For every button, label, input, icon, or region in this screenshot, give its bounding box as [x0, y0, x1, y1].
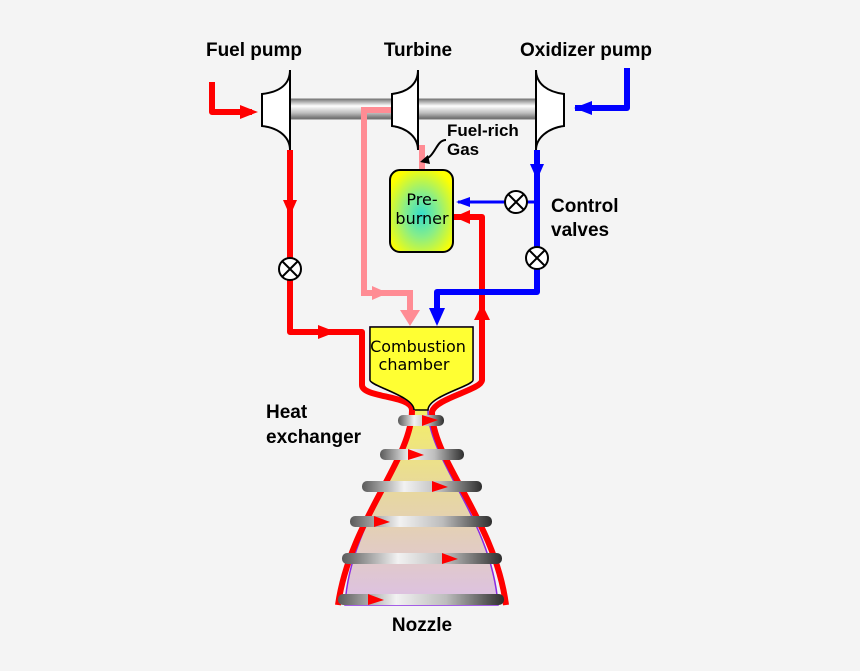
- fuel-to-chamber-arrowhead: [318, 325, 336, 339]
- chamber-oxidizer-valve-icon: [525, 246, 549, 270]
- coil-arrow-5: [442, 553, 458, 564]
- turbine-icon: [391, 69, 419, 151]
- exhaust-arrowhead-side: [372, 286, 388, 300]
- turbine-label: Turbine: [384, 40, 452, 61]
- coil-arrow-1: [422, 415, 438, 426]
- coil-arrow-6: [368, 594, 384, 605]
- cooling-coils: [338, 415, 504, 605]
- preburner: [389, 169, 454, 253]
- fuel-control-valve-icon: [278, 257, 302, 281]
- oxidizer-pump-label: Oxidizer pump: [520, 40, 652, 61]
- control-valves-label-line1: Control: [551, 196, 619, 217]
- fuel-rich-gas-label-line1: Fuel-rich: [447, 121, 519, 140]
- coil-arrow-2: [408, 449, 424, 460]
- fuel-to-preburner-arrowhead: [454, 210, 470, 224]
- control-valves-label-line2: valves: [551, 220, 609, 241]
- coil-1: [398, 415, 444, 426]
- oxidizer-to-chamber-arrowhead: [429, 308, 445, 326]
- oxidizer-line: [434, 68, 630, 310]
- fuel-pump-label: Fuel pump: [206, 40, 302, 61]
- fuel-rich-gas-pointer-head: [420, 155, 430, 164]
- coil-arrow-3: [432, 481, 448, 492]
- oxidizer-to-preburner-arrowhead: [456, 197, 470, 207]
- coil-3: [362, 481, 482, 492]
- combustion-chamber-label-line2: chamber: [379, 355, 450, 374]
- heat-exchanger-jacket: [335, 318, 509, 606]
- fuel-inlet-arrowhead: [240, 105, 258, 119]
- heat-exchanger-label-line1: Heat: [266, 402, 308, 423]
- combustion-chamber: [369, 326, 474, 411]
- coil-4: [350, 516, 492, 527]
- exhaust-arrow-to-chamber: [398, 290, 413, 310]
- oxidizer-down-arrowhead: [530, 164, 544, 180]
- nozzle-label: Nozzle: [392, 615, 452, 636]
- heat-exchanger-label-line2: exchanger: [266, 427, 362, 448]
- preburner-label-line1: Pre-: [406, 190, 437, 209]
- coil-6: [338, 594, 504, 605]
- fuel-rich-gas-label-line2: Gas: [447, 140, 479, 159]
- exhaust-arrowhead: [400, 310, 420, 326]
- preburner-label-line2: burner: [395, 209, 449, 228]
- coil-5: [342, 553, 502, 564]
- preburner-oxidizer-valve-icon: [504, 190, 528, 214]
- coil-arrow-4: [374, 516, 390, 527]
- fuel-up-arrowhead: [474, 304, 490, 320]
- combustion-chamber-label-line1: Combustion: [370, 337, 466, 356]
- fuel-pump-icon: [261, 69, 291, 151]
- oxidizer-pump-icon: [535, 69, 565, 151]
- oxidizer-inlet-arrowhead: [574, 101, 592, 115]
- fuel-down-arrowhead: [283, 200, 297, 216]
